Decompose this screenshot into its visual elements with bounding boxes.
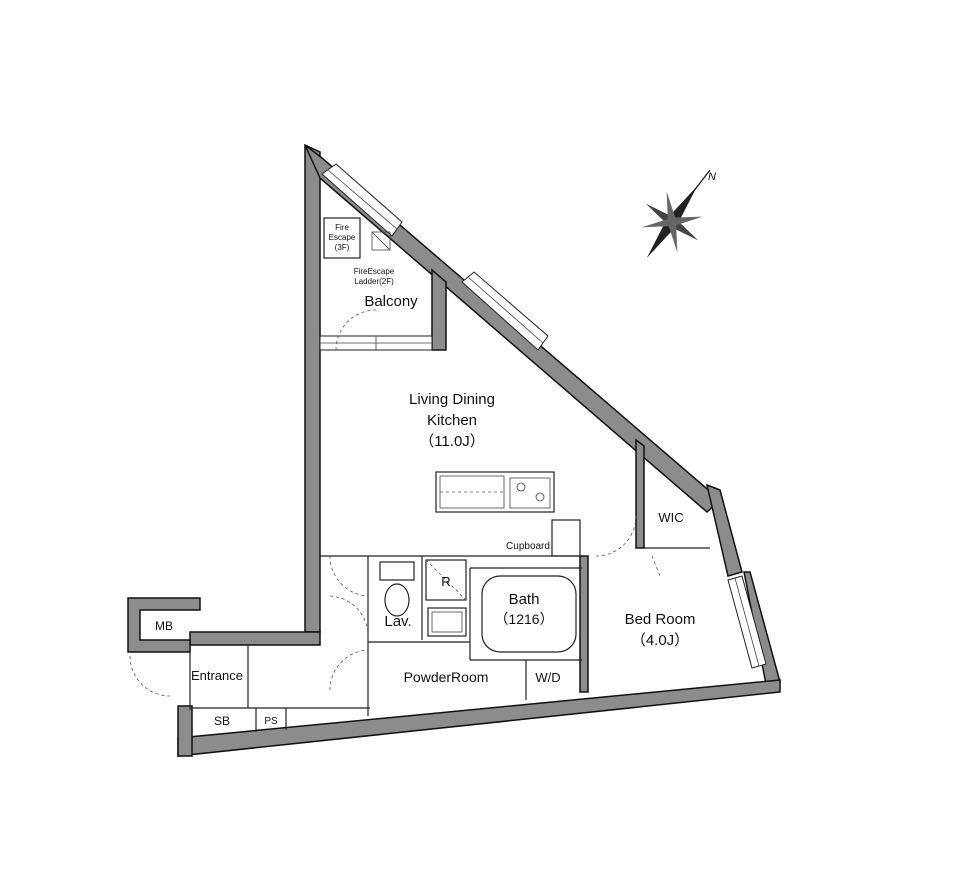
bedroom-size-label: （4.0J）	[631, 632, 689, 649]
windows	[321, 163, 767, 669]
refrigerator	[425, 559, 467, 601]
interior-walls	[189, 268, 710, 732]
powder-room-label: PowderRoom	[404, 669, 489, 685]
compass-north-label: N	[708, 171, 716, 183]
fridge-label: R	[441, 574, 450, 589]
sb-label: SB	[214, 714, 230, 728]
bedroom-label: Bed Room	[625, 611, 696, 628]
fire-escape-label-1: Fire	[335, 223, 349, 232]
exterior-walls	[127, 143, 781, 757]
lav-label: Lav.	[384, 613, 411, 630]
kitchen-counter	[435, 471, 581, 557]
door-swings	[129, 309, 661, 697]
ldk-size-label: （11.0J）	[419, 433, 485, 450]
bath-size-label: （1216）	[494, 611, 553, 627]
compass-rose	[641, 169, 711, 259]
mb-label: MB	[155, 619, 173, 633]
ladder-label-2: Ladder(2F)	[354, 277, 394, 286]
bath-label: Bath	[509, 591, 540, 608]
fire-escape-label-3: (3F)	[335, 243, 350, 252]
wd-label: W/D	[535, 670, 560, 685]
wash-basin	[427, 607, 467, 637]
cupboard-label: Cupboard	[506, 541, 550, 552]
ladder-label-1: FireEscape	[354, 267, 395, 276]
ps-label: PS	[264, 716, 278, 727]
ldk-label-line1: Living Dining	[409, 391, 495, 408]
wic-label: WIC	[658, 510, 683, 525]
ldk-label-line2: Kitchen	[427, 412, 477, 429]
toilet	[379, 561, 415, 617]
fire-escape-hatch	[323, 217, 391, 259]
fire-escape-label-2: Escape	[329, 233, 356, 242]
balcony-label: Balcony	[364, 293, 418, 310]
bathtub	[481, 575, 577, 653]
entrance-label: Entrance	[191, 668, 243, 683]
